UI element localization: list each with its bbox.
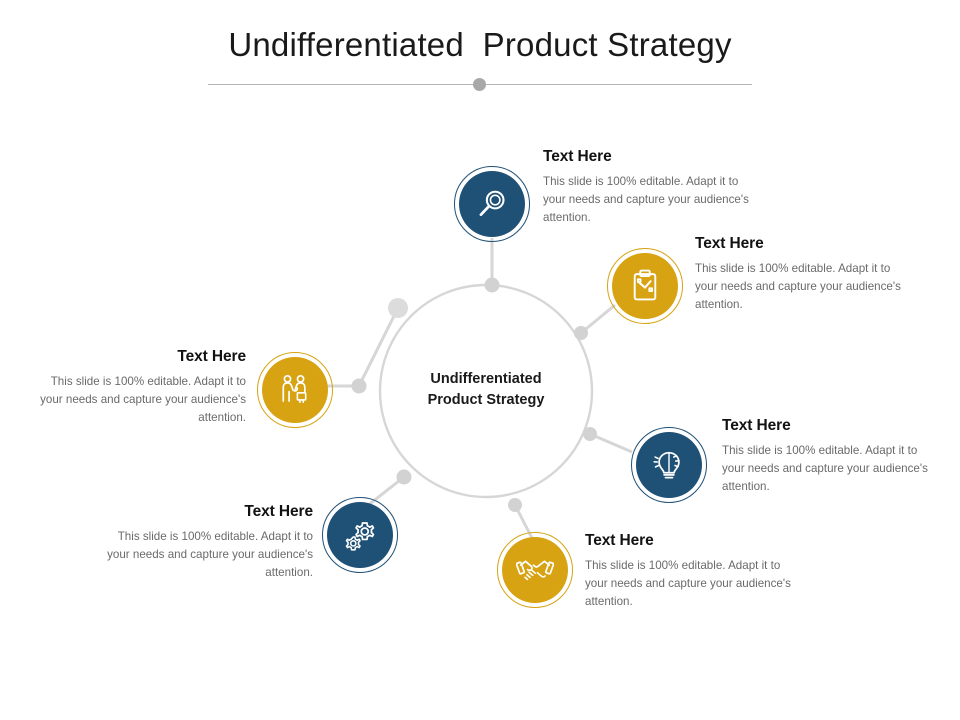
center-label-line2: Product Strategy [427, 391, 545, 408]
icon-badge-gears[interactable] [322, 497, 398, 573]
center-label: Undifferentiated Product Strategy [396, 369, 576, 410]
badge-outer-ring [322, 497, 398, 573]
node-dot-outer-left [388, 298, 408, 318]
node-dot-upper-right [574, 326, 588, 340]
text-block-4-heading: Text Here [585, 532, 654, 549]
text-block-6-body: This slide is 100% editable. Adapt it to… [40, 375, 246, 424]
text-block-1: Text Here This slide is 100% editable. A… [543, 148, 753, 227]
icon-badge-handshake[interactable] [497, 532, 573, 608]
badge-outer-ring [454, 166, 530, 242]
title-divider-dot [473, 78, 486, 91]
center-label-line1: Undifferentiated [430, 371, 542, 387]
people-handshake-icon [276, 371, 314, 409]
text-block-2-body: This slide is 100% editable. Adapt it to… [695, 262, 901, 311]
node-dot-bottom [508, 498, 522, 512]
text-block-3: Text Here This slide is 100% editable. A… [722, 417, 932, 496]
icon-badge-magnifier[interactable] [454, 166, 530, 242]
text-block-1-heading: Text Here [543, 148, 612, 165]
spoke-lower-right [589, 432, 633, 454]
badge-outer-ring [631, 427, 707, 503]
handshake-icon [516, 551, 554, 589]
lightbulb-gear-icon [650, 446, 688, 484]
node-dot-upper-left [351, 378, 367, 394]
badge-disc [502, 537, 568, 603]
text-block-1-body: This slide is 100% editable. Adapt it to… [543, 175, 749, 224]
text-block-4: Text Here This slide is 100% editable. A… [585, 532, 795, 611]
badge-outer-ring [607, 248, 683, 324]
spoke-upper-left-bend [357, 307, 400, 387]
node-dot-top [484, 277, 500, 293]
gears-icon [341, 516, 379, 554]
clipboard-plan-icon [626, 267, 664, 305]
text-block-4-body: This slide is 100% editable. Adapt it to… [585, 559, 791, 608]
badge-outer-ring [257, 352, 333, 428]
node-dot-lower-right [583, 427, 597, 441]
text-block-2: Text Here This slide is 100% editable. A… [695, 235, 905, 314]
icon-badge-clipboard[interactable] [607, 248, 683, 324]
text-block-5-heading: Text Here [244, 503, 313, 520]
text-block-2-heading: Text Here [695, 235, 764, 252]
text-block-5: Text Here This slide is 100% editable. A… [103, 503, 313, 582]
badge-disc [612, 253, 678, 319]
magnifier-icon [473, 185, 511, 223]
icon-badge-lightbulb[interactable] [631, 427, 707, 503]
node-dot-lower-left [396, 469, 412, 485]
icon-badge-people-handshake[interactable] [257, 352, 333, 428]
spoke-upper-right [580, 303, 616, 335]
text-block-5-body: This slide is 100% editable. Adapt it to… [107, 530, 313, 579]
text-block-3-heading: Text Here [722, 417, 791, 434]
badge-outer-ring [497, 532, 573, 608]
badge-disc [262, 357, 328, 423]
page-title: Undifferentiated Product Strategy [228, 26, 732, 63]
text-block-6-heading: Text Here [177, 348, 246, 365]
text-block-3-body: This slide is 100% editable. Adapt it to… [722, 444, 928, 493]
text-block-6: Text Here This slide is 100% editable. A… [36, 348, 246, 427]
